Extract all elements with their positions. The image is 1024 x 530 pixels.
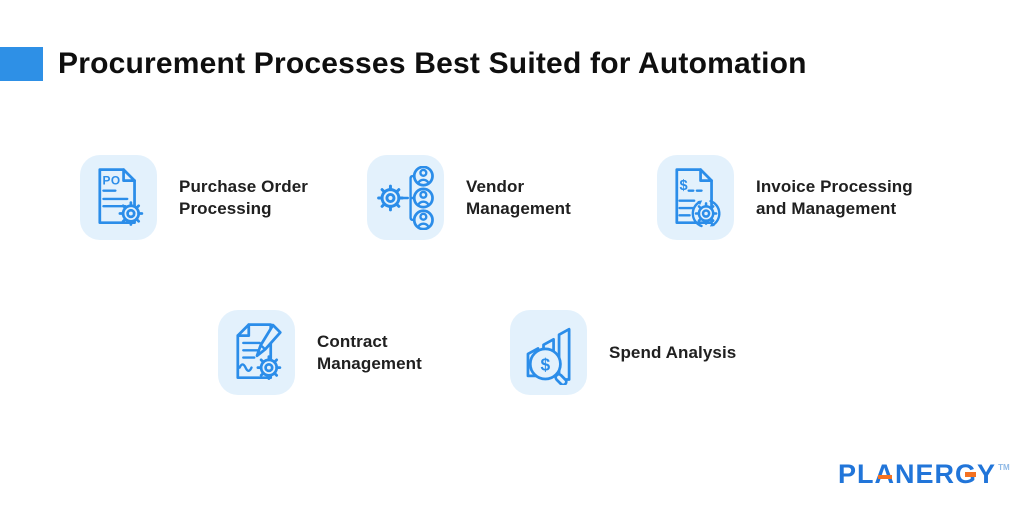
purchase-order-label: Purchase Order Processing (179, 177, 308, 218)
bar-chart-magnifier-dollar-icon: $ (526, 327, 570, 385)
vendor-network-gear-icon (376, 165, 434, 230)
spend-analysis-tile: $ (510, 310, 587, 395)
process-item-invoice-processing: $ Invoice Processing and Management (657, 155, 913, 240)
contract-management-tile (218, 310, 295, 395)
process-item-vendor-management: Vendor Management (367, 155, 571, 240)
invoice-processing-label: Invoice Processing and Management (756, 177, 913, 218)
vendor-management-tile (367, 155, 444, 240)
invoice-document-sync-gear-icon: $ (674, 167, 720, 227)
logo-text-y: Y (977, 459, 997, 489)
logo-letter-g: G (955, 459, 978, 489)
svg-text:$: $ (679, 177, 687, 193)
contract-management-label: Contract Management (317, 332, 422, 373)
process-item-purchase-order: PO Purchase Order Processing (80, 155, 308, 240)
contract-document-pen-gear-icon (235, 322, 282, 380)
svg-text:PO: PO (102, 173, 120, 187)
logo-letter-a: A (874, 459, 896, 489)
spend-analysis-label: Spend Analysis (609, 342, 737, 362)
trademark-mark: TM (998, 463, 1010, 472)
svg-text:$: $ (540, 354, 550, 374)
logo-text-pl: PL (838, 459, 875, 489)
page-title: Procurement Processes Best Suited for Au… (58, 47, 807, 80)
vendor-management-label: Vendor Management (466, 177, 571, 218)
process-item-contract-management: Contract Management (218, 310, 422, 395)
purchase-order-tile: PO (80, 155, 157, 240)
title-accent-bar (0, 47, 43, 81)
logo-text-ner: NER (895, 459, 956, 489)
invoice-processing-tile: $ (657, 155, 734, 240)
purchase-order-document-gear-icon: PO (97, 167, 143, 226)
process-item-spend-analysis: $ Spend Analysis (510, 310, 736, 395)
